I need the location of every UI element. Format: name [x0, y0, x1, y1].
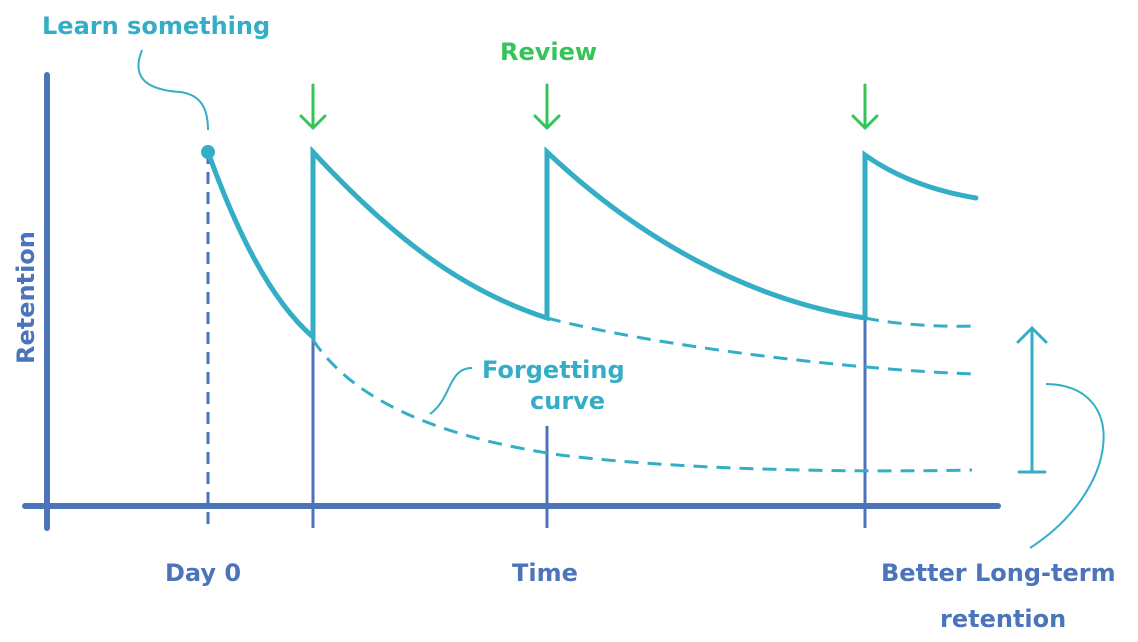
y-axis-label: Retention	[12, 231, 40, 364]
learn-something-label: Learn something	[42, 12, 271, 40]
down-arrow-icon	[299, 83, 327, 130]
down-arrow-icon	[851, 83, 879, 130]
review-label: Review	[500, 38, 598, 66]
up-arrow-icon	[1016, 326, 1048, 474]
forgetting-curve-dashed-3	[864, 316, 976, 328]
better-retention-leader-line	[1029, 383, 1105, 549]
day0-label: Day 0	[165, 559, 242, 587]
down-arrow-icon	[533, 83, 561, 130]
learn-leader-line	[137, 49, 209, 131]
forgetting-curve-dashed-1	[311, 339, 973, 473]
retention-curve	[205, 145, 979, 343]
better-retention-label-line1: Better Long-term	[881, 559, 1116, 587]
better-retention-label-line2: retention	[940, 605, 1067, 633]
forgetting-curve-label-line2: curve	[530, 387, 606, 415]
learn-start-dot	[201, 145, 215, 159]
forgetting-leader-line	[429, 367, 473, 415]
forgetting-curve-dashed-2	[546, 316, 976, 376]
forgetting-curve-label-line1: Forgetting	[482, 356, 625, 384]
time-label: Time	[512, 559, 578, 587]
